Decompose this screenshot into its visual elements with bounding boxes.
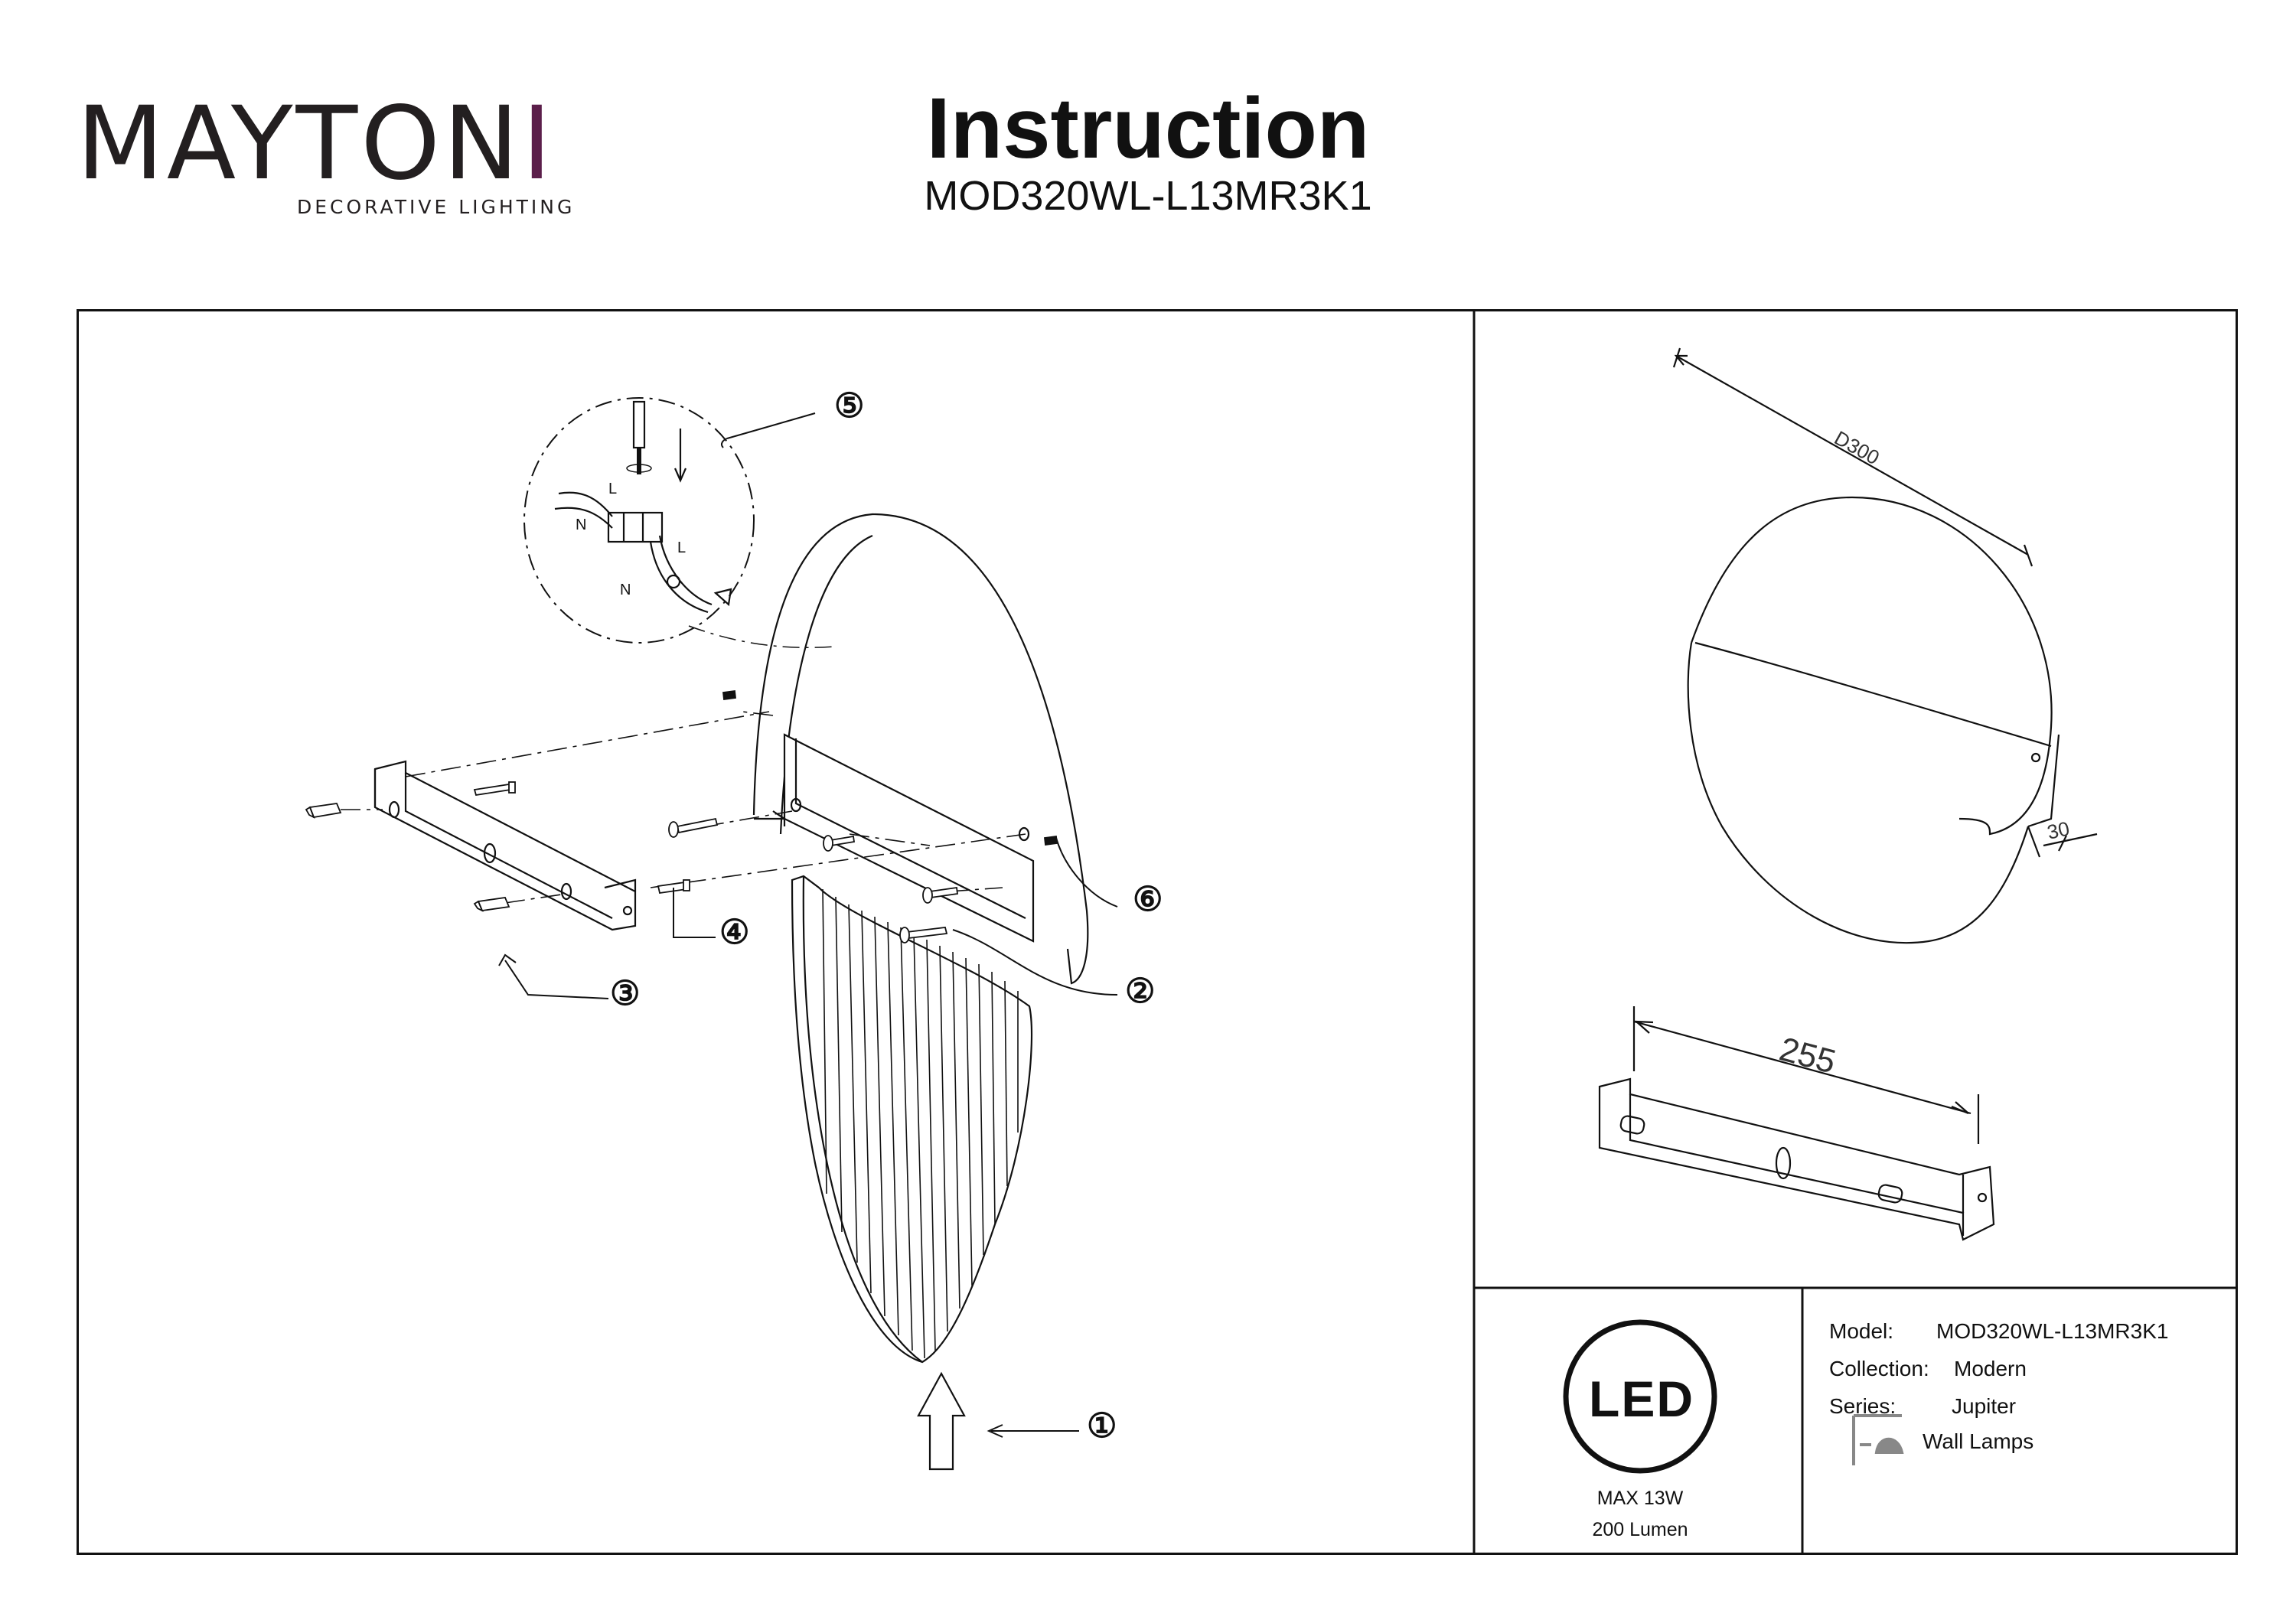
depth-dimension: 30 [2045, 816, 2072, 844]
brand-tagline: DECORATIVE LIGHTING [297, 196, 576, 218]
led-badge-circle [1563, 1319, 1717, 1474]
page-title: Instruction [926, 80, 1370, 176]
lamp-diffuser [791, 875, 1033, 1471]
brand-name: MAYTONI [77, 85, 555, 203]
collection-value: Modern [1954, 1357, 2027, 1380]
wall-bracket [373, 760, 637, 931]
step-3-label: ③ [610, 974, 641, 1013]
series-value: Jupiter [1952, 1394, 2017, 1418]
instruction-frame [77, 309, 2238, 1555]
step-1-label: ① [1087, 1406, 1117, 1445]
step-5-label: ⑤ [834, 386, 865, 425]
wire-neutral-label: N [576, 517, 587, 533]
model-label: Model: [1829, 1319, 1894, 1343]
wall-lamp-icon [1851, 1412, 1904, 1467]
alignment-lines [341, 711, 1026, 904]
step-4-label: ④ [719, 913, 750, 952]
wall-lamp-icon-shape [1852, 1414, 1904, 1465]
model-code: MOD320WL-L13MR3K1 [924, 173, 1372, 219]
series-label: Series: [1829, 1394, 1896, 1418]
step-2-label: ② [1125, 972, 1156, 1011]
wiring-detail [523, 397, 835, 648]
brand-logo: MAYTONI DECORATIVE LIGHTING [77, 90, 572, 228]
model-value: MOD320WL-L13MR3K1 [1936, 1319, 2169, 1343]
category-value: Wall Lamps [1923, 1429, 2034, 1453]
step-leaders [498, 412, 1118, 1438]
wire-live-label: L [608, 481, 618, 497]
wire-neutral-label-2: N [620, 582, 631, 598]
bracket-dimension-view [1598, 1006, 1995, 1241]
wire-live-label-2: L [677, 539, 687, 556]
power-rating: MAX 13W [1596, 1488, 1684, 1509]
step-6-label: ⑥ [1133, 880, 1163, 919]
collection-label: Collection: [1829, 1357, 1929, 1380]
screws [305, 689, 1058, 943]
lumen-rating: 200 Lumen [1592, 1519, 1688, 1540]
led-badge: LED [1589, 1370, 1694, 1427]
lamp-body [752, 513, 1089, 985]
lamp-dimension-view [1672, 347, 2098, 944]
